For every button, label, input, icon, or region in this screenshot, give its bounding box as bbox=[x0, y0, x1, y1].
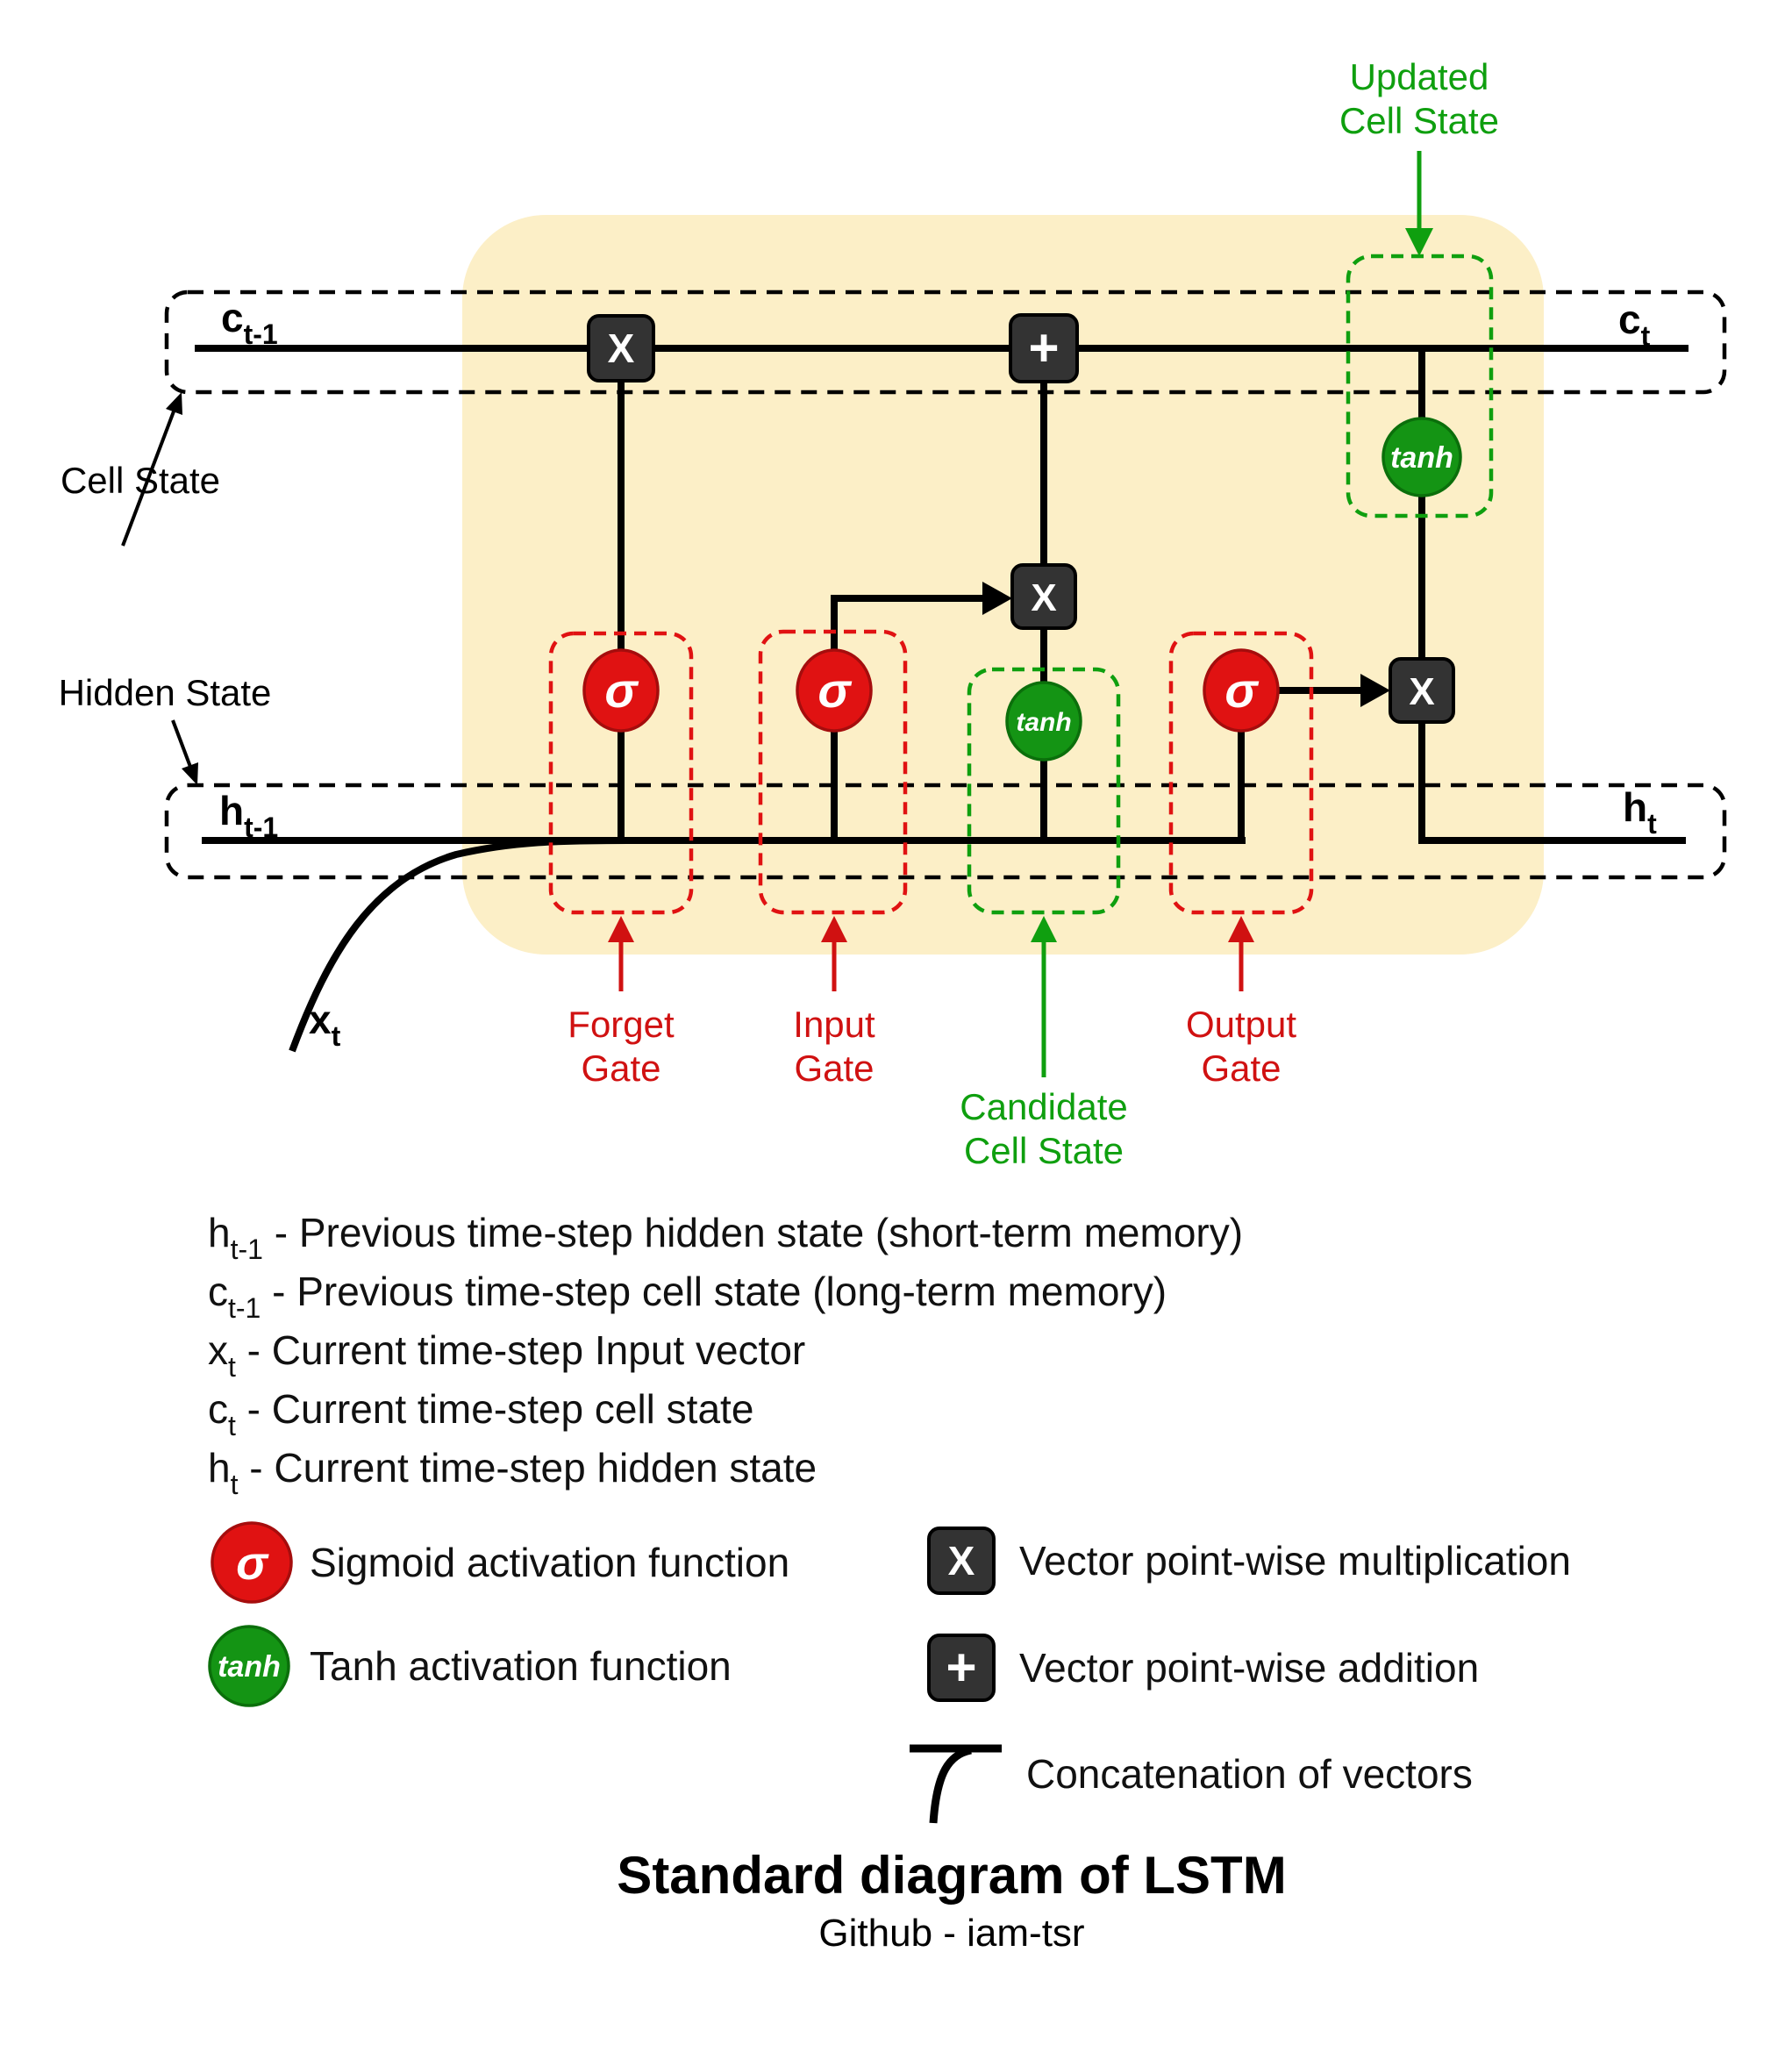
cell-state-arrowhead bbox=[166, 392, 182, 415]
input-arrowhead bbox=[982, 582, 1012, 615]
forget-gate-label-line2: Gate bbox=[581, 1048, 660, 1089]
output-gate-label-line2: Gate bbox=[1201, 1048, 1281, 1089]
page-subtitle: Github - iam-tsr bbox=[818, 1912, 1084, 1955]
output-multiply-glyph: X bbox=[1409, 670, 1434, 713]
h-t-label: ht bbox=[1623, 784, 1657, 840]
forget-gate-box bbox=[548, 631, 694, 915]
h-prev-label: ht-1 bbox=[219, 788, 278, 843]
cell-state-arrow bbox=[121, 411, 175, 547]
legend-def-h-t: ht - Current time-step hidden state bbox=[208, 1445, 817, 1500]
legend-tanh-label: Tanh activation function bbox=[310, 1643, 732, 1689]
updated-cell-state-box bbox=[1346, 254, 1494, 518]
forget-gate-label-line1: Forget bbox=[568, 1004, 675, 1045]
output-gate-label-line1: Output bbox=[1186, 1004, 1296, 1045]
legend-concat-curve bbox=[929, 1746, 973, 1824]
legend-add-label: Vector point-wise addition bbox=[1019, 1645, 1479, 1691]
input-multiply-node bbox=[1010, 563, 1077, 630]
add-node bbox=[1009, 313, 1079, 383]
hidden-state-arrowhead bbox=[182, 762, 198, 785]
candidate-tanh-node bbox=[1005, 681, 1082, 762]
x-t-label: xt bbox=[309, 997, 341, 1052]
add-glyph: + bbox=[1028, 318, 1059, 377]
updated-cell-state-arrowhead bbox=[1405, 228, 1433, 256]
legend-sigmoid-icon bbox=[211, 1521, 293, 1604]
legend-tanh-glyph: tanh bbox=[218, 1650, 281, 1684]
legend-def-c-t: ct - Current time-step cell state bbox=[208, 1386, 753, 1441]
candidate-cell-state-box bbox=[967, 667, 1121, 915]
forget-gate-arrowhead bbox=[608, 916, 634, 942]
candidate-tanh-glyph: tanh bbox=[1016, 708, 1071, 737]
updated-cell-state-line1: Updated bbox=[1350, 56, 1489, 97]
forget-multiply-node bbox=[587, 314, 655, 383]
legend-multiply-glyph: X bbox=[948, 1538, 975, 1584]
input-sigmoid-node bbox=[796, 648, 873, 733]
updated-tanh-glyph: tanh bbox=[1390, 441, 1453, 475]
legend-sigmoid-label: Sigmoid activation function bbox=[310, 1540, 789, 1585]
candidate-arrowhead bbox=[1031, 916, 1057, 942]
input-multiply-glyph: X bbox=[1031, 576, 1056, 619]
page-title: Standard diagram of LSTM bbox=[617, 1846, 1286, 1905]
hidden-state-annotation: Hidden State bbox=[59, 672, 272, 713]
legend-multiply-icon bbox=[927, 1527, 996, 1595]
forget-sigmoid-node bbox=[582, 648, 660, 733]
input-sigmoid-glyph: σ bbox=[817, 662, 852, 718]
updated-cell-state-line2: Cell State bbox=[1339, 100, 1499, 141]
cell-state-dashed-box bbox=[164, 290, 1727, 395]
input-gate-label-line2: Gate bbox=[794, 1048, 874, 1089]
legend-sigmoid-glyph: σ bbox=[236, 1537, 269, 1590]
legend-def-x-t: xt - Current time-step Input vector bbox=[208, 1327, 805, 1383]
ht-output-wire bbox=[1418, 722, 1686, 844]
candidate-label-line1: Candidate bbox=[960, 1086, 1127, 1127]
output-sigmoid-node bbox=[1203, 648, 1280, 733]
output-gate-box bbox=[1168, 631, 1314, 915]
candidate-label-line2: Cell State bbox=[964, 1130, 1124, 1171]
output-sigmoid-glyph: σ bbox=[1224, 662, 1259, 718]
legend-def-h-prev: ht-1 - Previous time-step hidden state (… bbox=[208, 1210, 1243, 1265]
output-multiply-node bbox=[1389, 657, 1455, 724]
xt-concat-curve bbox=[289, 837, 628, 1053]
forget-sigmoid-glyph: σ bbox=[604, 662, 639, 718]
legend-def-c-prev: ct-1 - Previous time-step cell state (lo… bbox=[208, 1269, 1167, 1324]
legend-concat-label: Concatenation of vectors bbox=[1026, 1751, 1473, 1797]
hidden-state-arrow bbox=[171, 719, 192, 768]
output-arrowhead bbox=[1360, 674, 1390, 707]
input-gate-label-line1: Input bbox=[793, 1004, 875, 1045]
legend-tanh-icon bbox=[208, 1625, 290, 1707]
legend-add-icon bbox=[927, 1634, 996, 1702]
input-gate-box bbox=[758, 629, 908, 915]
cell-state-annotation: Cell State bbox=[61, 460, 220, 501]
legend-multiply-label: Vector point-wise multiplication bbox=[1019, 1538, 1571, 1584]
legend-add-glyph: + bbox=[946, 1638, 976, 1697]
updated-tanh-node bbox=[1381, 417, 1462, 497]
c-t-label: ct bbox=[1618, 297, 1651, 352]
lstm-cell-background bbox=[462, 215, 1544, 955]
c-prev-label: ct-1 bbox=[221, 295, 278, 350]
input-gate-arrowhead bbox=[821, 916, 847, 942]
forget-multiply-glyph: X bbox=[608, 325, 635, 371]
output-gate-arrowhead bbox=[1228, 916, 1254, 942]
